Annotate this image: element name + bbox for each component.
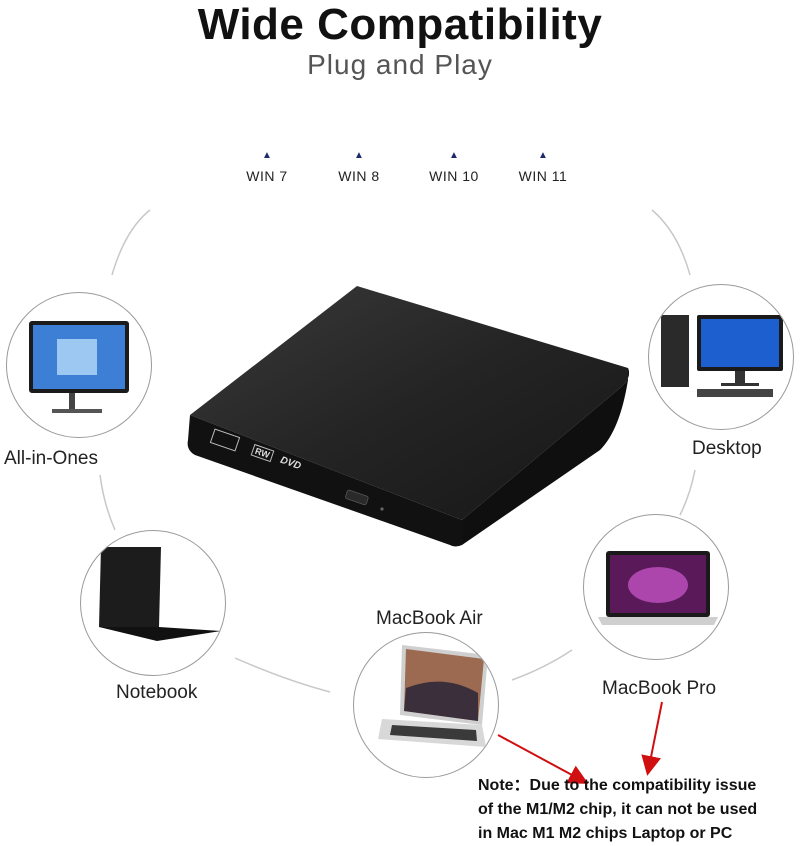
os-item-win8: ▲ WIN 8: [314, 150, 404, 184]
desktop-icon: [661, 315, 783, 397]
drive-front: [187, 415, 463, 547]
macbook-air-bubble: [353, 632, 499, 778]
drive-top: [190, 286, 629, 520]
triangle-icon: ▲: [449, 150, 459, 161]
label-all-in-ones: All-in-Ones: [4, 448, 98, 469]
arc-left: [99, 474, 116, 531]
triangle-icon: ▲: [262, 150, 272, 161]
all-in-one-bubble: [6, 292, 152, 438]
desktop-bubble: [648, 284, 794, 430]
compatibility-note: Note：Due to the compatibility issue of t…: [478, 774, 800, 846]
arc-right: [679, 469, 696, 516]
arc-top-left: [111, 209, 151, 276]
drive-led: [380, 507, 384, 511]
os-label: WIN 7: [246, 168, 288, 184]
label-desktop: Desktop: [692, 438, 762, 459]
note-arrow-pro: [641, 701, 663, 776]
arc-bottom-right: [511, 649, 573, 681]
notebook-icon: [99, 547, 221, 641]
os-label: WIN 8: [338, 168, 380, 184]
os-item-win11: ▲ WIN 11: [498, 150, 588, 184]
macbook-pro-icon: [598, 551, 718, 625]
all-in-one-icon: [29, 321, 129, 413]
arc-bottom-left: [234, 657, 331, 693]
arc-top-right: [651, 209, 691, 276]
note-line-1: Note：Due to the compatibility issue: [478, 777, 757, 794]
drive-right-side: [462, 368, 629, 545]
drive-button: [345, 489, 369, 506]
label-macbook-pro: MacBook Pro: [602, 678, 717, 699]
os-label: WIN 11: [518, 168, 568, 184]
page-title: Wide Compatibility: [197, 0, 603, 49]
label-notebook: Notebook: [116, 682, 198, 703]
os-item-win7: ▲ WIN 7: [222, 150, 312, 184]
triangle-icon: ▲: [538, 150, 548, 161]
os-item-win10: ▲ WIN 10: [409, 150, 499, 184]
macbook-air-icon: [378, 645, 488, 747]
macbook-pro-bubble: [583, 514, 729, 660]
note-line-3: in Mac M1 M2 chips Laptop or PC: [478, 825, 733, 842]
note-line-2: of the M1/M2 chip, it can not be used: [478, 801, 758, 818]
label-macbook-air: MacBook Air: [376, 608, 483, 629]
page-subtitle: Plug and Play: [307, 49, 493, 80]
triangle-icon: ▲: [354, 150, 364, 161]
notebook-bubble: [80, 530, 226, 676]
os-label: WIN 10: [429, 168, 479, 184]
cd-logo: [209, 428, 241, 452]
note-arrow-air: [497, 734, 589, 784]
